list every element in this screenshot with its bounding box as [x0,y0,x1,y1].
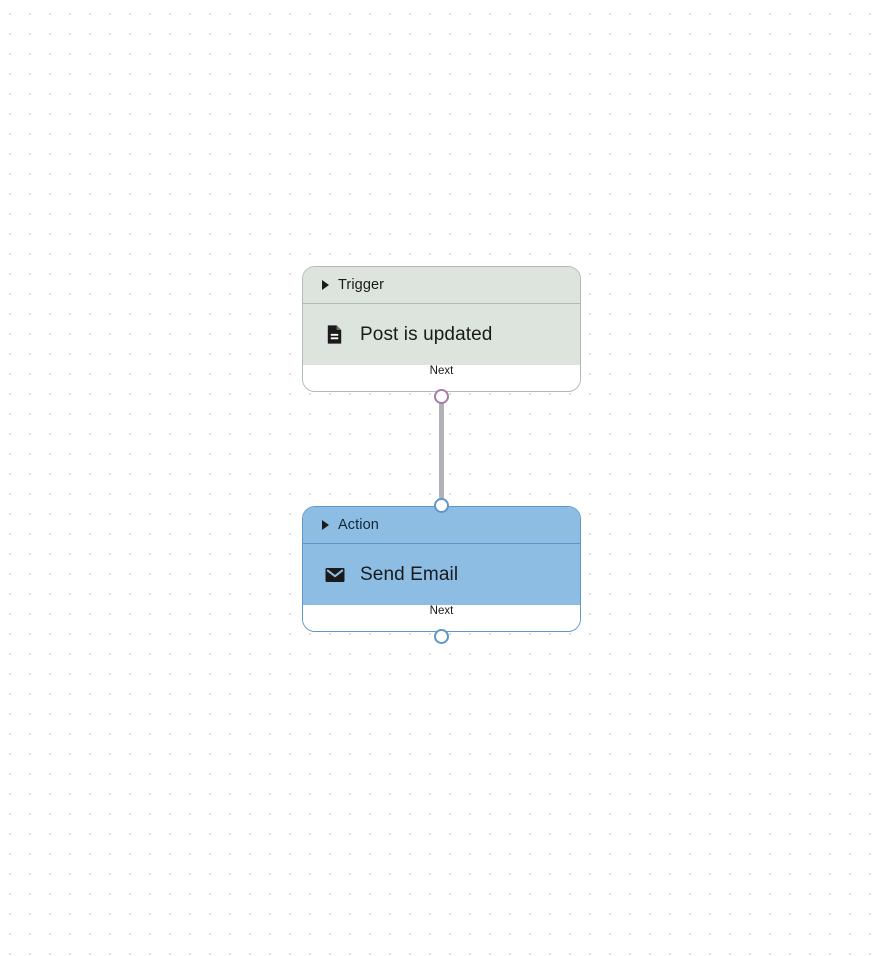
handle-source-action[interactable] [434,629,449,644]
node-trigger-header[interactable]: Trigger [303,267,580,304]
node-action-body[interactable]: Send Email [303,544,580,605]
document-icon [322,322,347,347]
node-action-footer-label: Next [429,605,454,617]
caret-right-icon[interactable] [322,520,329,530]
node-trigger-title: Post is updated [360,323,493,345]
node-action-header[interactable]: Action [303,507,580,544]
node-action-header-label: Action [338,517,379,533]
handle-source-trigger[interactable] [434,389,449,404]
node-trigger-header-label: Trigger [338,277,385,293]
handle-target-action[interactable] [434,498,449,513]
node-action-footer: Next [303,605,580,631]
node-trigger[interactable]: Trigger Post is updated Next [302,266,581,392]
envelope-icon [322,562,347,587]
node-action-title: Send Email [360,563,459,585]
caret-right-icon[interactable] [322,280,329,290]
node-trigger-footer: Next [303,365,580,391]
node-trigger-footer-label: Next [429,365,454,377]
node-trigger-body[interactable]: Post is updated [303,304,580,365]
node-action[interactable]: Action Send Email Next [302,506,581,632]
